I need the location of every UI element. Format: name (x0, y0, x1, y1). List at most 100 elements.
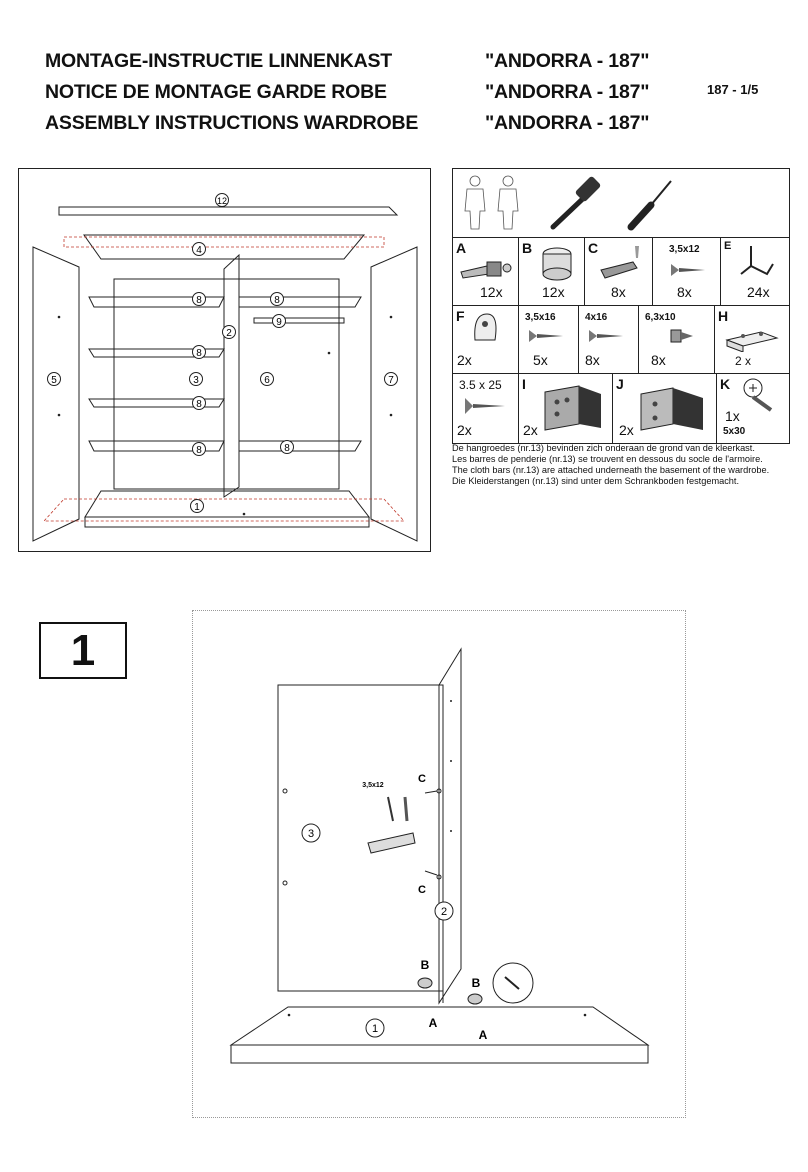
label-c-top: C (418, 773, 426, 785)
part-label-8: 8 (192, 292, 206, 306)
part-cell-screw-6-3x10: 6,3x10 8x (639, 306, 715, 374)
cloth-bar-note: De hangroedes (nr.13) bevinden zich onde… (452, 443, 792, 487)
part-label-8: 8 (280, 440, 294, 454)
part-letter: A (456, 240, 467, 256)
svg-text:12: 12 (217, 196, 227, 206)
part-qty: 2x (523, 422, 538, 438)
step-number: 1 (39, 622, 127, 679)
screw-3-5x12 (387, 796, 409, 822)
part-label-3: 3 (189, 372, 203, 386)
part-letter: I (522, 376, 526, 392)
part-label-8: 8 (192, 345, 206, 359)
svg-text:1: 1 (194, 502, 200, 513)
part-qty: 24x (747, 284, 770, 300)
part-cell-H: H 2 x (715, 306, 789, 374)
note-line-de: Die Kleiderstangen (nr.13) sind unter de… (452, 476, 740, 486)
svg-text:8: 8 (196, 445, 202, 456)
model-name: "ANDORRA - 187" (485, 50, 650, 72)
tools-icons (464, 175, 672, 231)
label-a-left: A (429, 1016, 438, 1030)
part-letter: C (588, 240, 599, 256)
part-letter: J (616, 376, 624, 392)
svg-text:5: 5 (51, 375, 57, 386)
part-label-5: 5 (47, 372, 61, 386)
svg-text:8: 8 (196, 348, 202, 359)
connector-block-icon (725, 331, 779, 352)
part-qty: 12x (542, 284, 565, 300)
part-qty: 8x (651, 352, 666, 368)
part-cell-F: F 2x (453, 306, 519, 374)
note-line-fr: Les barres de penderie (nr.13) se trouve… (452, 454, 763, 464)
cam-lock-b-icons (417, 977, 483, 1005)
parts-table: A 12x B 12x C 8x 3,5x12 8x E 24x F 2x 3,… (452, 168, 790, 444)
part-cell-C: C 8x (585, 238, 653, 306)
note-line-nl: De hangroedes (nr.13) bevinden zich onde… (452, 443, 755, 453)
part-cell-screw-3-5x12: 3,5x12 8x (653, 238, 721, 306)
part-qty: 2x (457, 422, 472, 438)
model-name: "ANDORRA - 187" (485, 81, 650, 103)
part-size: 4x16 (585, 312, 608, 323)
cam-lock-icon (542, 247, 572, 281)
part-size: 6,3x10 (645, 312, 676, 323)
part-label-8: 8 (192, 442, 206, 456)
part-qty: 8x (611, 284, 626, 300)
label-b-right: B (472, 976, 481, 990)
part-label-1: 1 (372, 1023, 378, 1035)
label-a-right: A (479, 1028, 488, 1042)
title-line-fr: NOTICE DE MONTAGE GARDE ROBE "ANDORRA - … (45, 81, 649, 104)
part-cell-A: A 12x (453, 238, 519, 306)
screw-icon (529, 330, 563, 342)
svg-text:8: 8 (196, 295, 202, 306)
part-label-3: 3 (308, 828, 314, 840)
tools-row (453, 169, 789, 238)
part-cell-screw-3-5x25: 3.5 x 25 2x (453, 374, 519, 443)
part-cell-J: J 2x (613, 374, 717, 443)
part-cell-screw-4x16: 4x16 8x (579, 306, 639, 374)
title-text: ASSEMBLY INSTRUCTIONS WARDROBE (45, 112, 419, 134)
svg-text:9: 9 (276, 317, 282, 328)
part-qty: 2x (619, 422, 634, 438)
part-letter: K (720, 376, 731, 392)
part-cell-I: I 2x (519, 374, 613, 443)
part-label-12: 12 (215, 193, 229, 207)
part-label-2: 2 (441, 906, 447, 918)
svg-text:3: 3 (193, 375, 199, 386)
part-letter: B (522, 240, 533, 256)
part-label-8: 8 (270, 292, 284, 306)
svg-text:2: 2 (226, 328, 232, 339)
note-line-en: The cloth bars (nr.13) are attached unde… (452, 465, 770, 475)
part-qty: 8x (585, 352, 600, 368)
part-label-2: 2 (222, 325, 236, 339)
part-label-4: 4 (192, 242, 206, 256)
screw-icon (589, 330, 623, 342)
page-number: 187 - 1/5 (707, 82, 759, 97)
part-label-9: 9 (272, 314, 286, 328)
title-line-nl: MONTAGE-INSTRUCTIE LINNENKAST "ANDORRA -… (45, 50, 649, 73)
bracket-j-icon (640, 387, 703, 431)
model-name: "ANDORRA - 187" (485, 112, 650, 134)
screw-icon (465, 398, 505, 414)
title-line-en: ASSEMBLY INSTRUCTIONS WARDROBE "ANDORRA … (45, 112, 649, 135)
part-letter: E (724, 240, 732, 252)
part-label-7: 7 (384, 372, 398, 386)
part-cell-screw-3-5x16: 3,5x16 5x (519, 306, 579, 374)
part-qty: 2x (457, 352, 472, 368)
rail-holder-icon (474, 313, 497, 341)
two-persons-icon (464, 175, 519, 230)
part-qty: 8x (677, 284, 692, 300)
cam-bolt-icon (460, 261, 512, 279)
part-cell-K: K 1x 5x30 (717, 374, 789, 443)
part-cell-B: B 12x (519, 238, 585, 306)
svg-text:7: 7 (388, 375, 394, 386)
svg-text:4: 4 (196, 245, 202, 256)
title-text: NOTICE DE MONTAGE GARDE ROBE (45, 81, 387, 103)
screw-icon (671, 264, 705, 276)
svg-text:8: 8 (274, 295, 280, 306)
bolt-icon (743, 378, 773, 412)
part-cell-E: E 24x (721, 238, 789, 306)
part-size: 5x30 (723, 426, 746, 437)
euro-screw-icon (670, 329, 693, 343)
overview-drawing: 12 4 8 8 9 2 8 5 3 6 7 8 8 8 1 (32, 193, 418, 542)
hinge-plate-icon (600, 246, 639, 279)
part-label-8: 8 (192, 396, 206, 410)
